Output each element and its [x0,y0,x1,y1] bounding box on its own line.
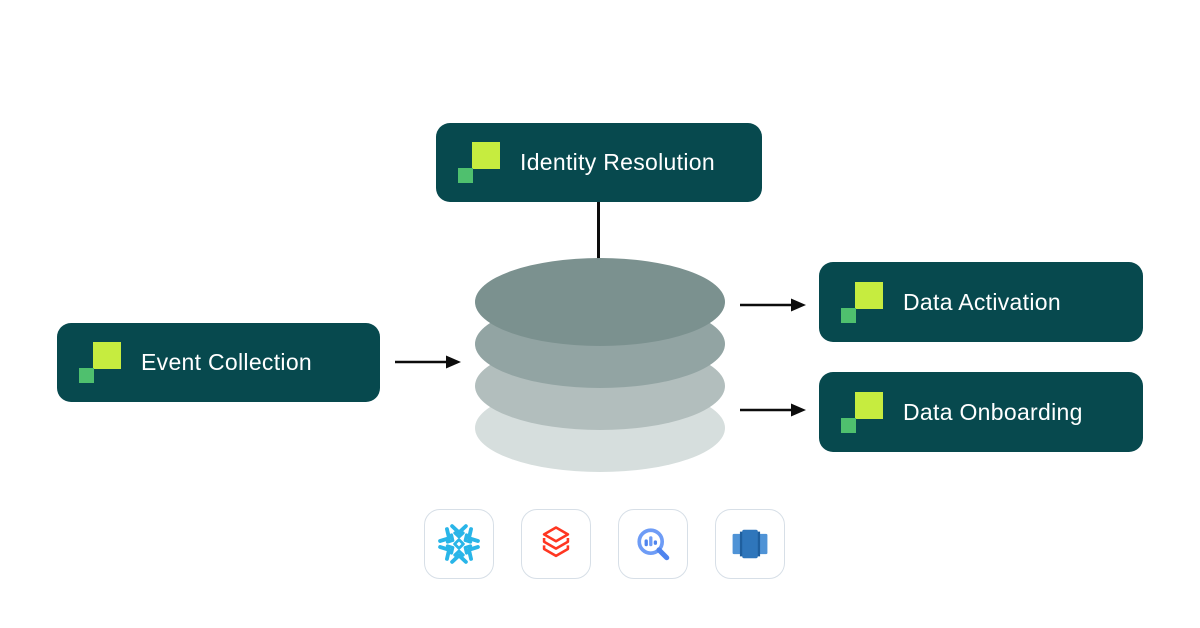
node-event-collection: Event Collection [57,323,380,402]
arrow-head [446,355,461,369]
arrow-head [791,298,806,312]
node-label: Identity Resolution [520,149,715,175]
brand-square-lime [472,142,500,169]
connector-identity-to-stack [597,202,600,259]
brand-square-lime [855,391,883,419]
node-identity-resolution: Identity Resolution [436,123,762,202]
magnifier-lens [637,528,664,555]
node-data-activation: Data Activation [819,262,1143,342]
redshift-side-panels [732,533,768,555]
snowflake-icon [438,524,480,564]
brand-squares-icon [79,342,121,383]
node-label: Data Onboarding [903,398,1083,425]
arrow-stack-to-onboarding [740,403,806,417]
warehouse-card-databricks [521,509,591,579]
magnifier-handle [656,547,670,561]
warehouse-card-snowflake [424,509,494,579]
node-label: Data Activation [903,288,1061,315]
arrow-head [791,403,806,417]
brand-squares-icon [841,281,883,323]
brand-square-lime [93,342,121,369]
brand-square-green [79,368,94,383]
brand-square-green [458,168,473,183]
brand-square-green [841,417,856,433]
bigquery-icon [637,528,670,561]
redshift-shadow-strips [739,531,761,557]
brand-squares-icon [458,142,500,183]
redshift-icon [732,529,768,559]
arrow-event-to-stack [395,355,461,369]
warehouse-card-redshift [715,509,785,579]
bar-chart-glyph [644,536,658,547]
arrow-stack-to-activation [740,298,806,312]
node-data-onboarding: Data Onboarding [819,372,1143,452]
warehouse-card-bigquery [618,509,688,579]
node-label: Event Collection [141,349,312,375]
brand-squares-icon [841,391,883,433]
brand-square-green [841,307,856,323]
databricks-icon [542,526,570,558]
brand-square-lime [855,281,883,309]
data-layer-stack [475,258,725,472]
stack-layer-1 [475,258,725,346]
redshift-center-slab [742,529,758,559]
